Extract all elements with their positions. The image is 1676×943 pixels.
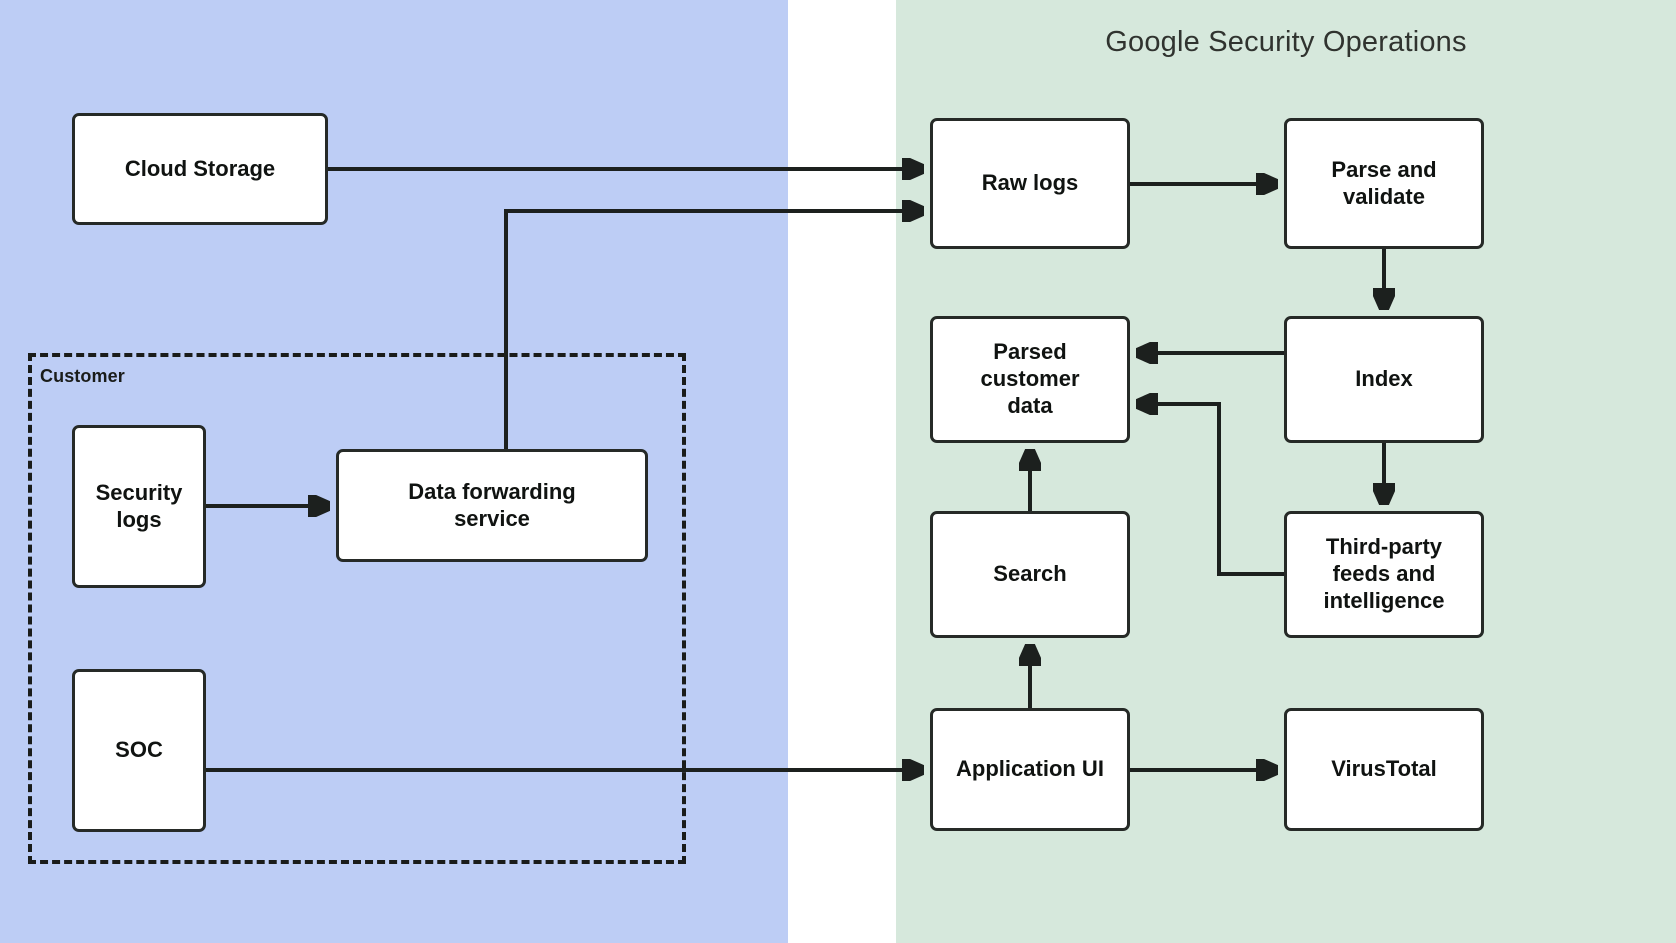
node-raw-logs[interactable]: Raw logs <box>930 118 1130 249</box>
node-index-label: Index <box>1355 366 1413 392</box>
customer-boundary-label: Customer <box>40 366 125 386</box>
node-cloud-storage[interactable]: Cloud Storage <box>72 113 328 225</box>
node-security-logs-label: Security logs <box>95 479 183 532</box>
node-search-label: Search <box>993 561 1067 587</box>
node-data-forwarding-service[interactable]: Data forwarding service <box>336 449 648 562</box>
node-virustotal[interactable]: VirusTotal <box>1284 708 1484 831</box>
customer-boundary-box <box>28 353 686 864</box>
node-soc-label: SOC <box>115 737 163 763</box>
node-raw-logs-label: Raw logs <box>981 170 1079 196</box>
node-application-ui-label: Application UI <box>956 756 1104 782</box>
node-soc[interactable]: SOC <box>72 669 206 832</box>
node-parsed-customer-data-label: Parsed customer data <box>980 339 1080 418</box>
node-third-party-feeds-and-intelligence[interactable]: Third-party feeds and intelligence <box>1284 511 1484 638</box>
node-parsed-customer-data[interactable]: Parsed customer data <box>930 316 1130 443</box>
node-virustotal-label: VirusTotal <box>1331 756 1437 782</box>
google-security-operations-title: Google Security Operations <box>1105 26 1467 58</box>
node-index[interactable]: Index <box>1284 316 1484 443</box>
node-third-party-feeds-and-intelligence-label: Third-party feeds and intelligence <box>1323 534 1445 613</box>
node-application-ui[interactable]: Application UI <box>930 708 1130 831</box>
node-parse-and-validate-label: Parse and validate <box>1331 156 1437 209</box>
node-search[interactable]: Search <box>930 511 1130 638</box>
node-cloud-storage-label: Cloud Storage <box>124 155 276 181</box>
node-parse-and-validate[interactable]: Parse and validate <box>1284 118 1484 249</box>
node-data-forwarding-service-label: Data forwarding service <box>408 478 576 531</box>
node-security-logs[interactable]: Security logs <box>72 425 206 588</box>
